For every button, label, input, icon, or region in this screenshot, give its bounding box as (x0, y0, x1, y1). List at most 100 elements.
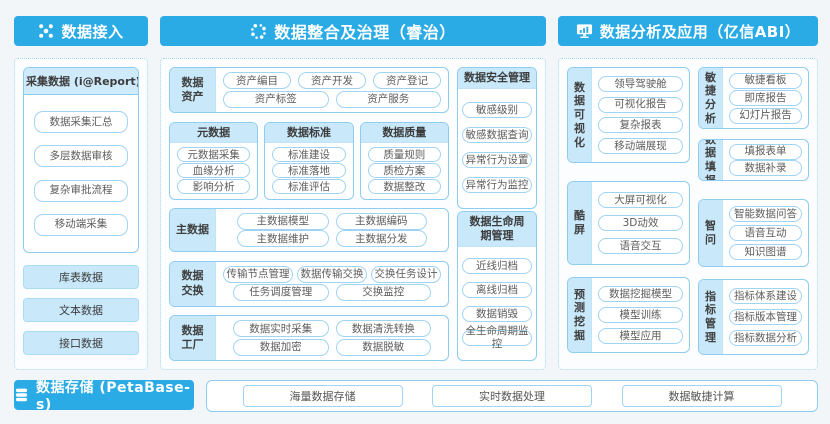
data-security-panel: 数据安全管理 敏感级别 敏感数据查询 异常行为设置 异常行为监控 (457, 67, 537, 209)
master-data-panel: 主数据 主数据模型 主数据编码 主数据维护 主数据分发 (169, 208, 449, 252)
data-analysis-container: 数据可视化 领导驾驶舱 可视化报告 复杂报表 移动端展现 酷屏 大屏可 (558, 58, 818, 370)
feature-chip: 智能数据问答 (729, 206, 802, 222)
data-filling-panel: 数据填报 填报表单 数据补录 (698, 139, 809, 181)
data-analysis-header: 数据分析及应用（亿信ABI） (558, 16, 818, 46)
section-data-governance: 数据整合及治理（睿治） 数据资产 资产编目 资产开发 资产登记 (160, 16, 546, 370)
panel-label: 敏捷分析 (699, 68, 723, 128)
panel-body: 主数据模型 主数据编码 主数据维护 主数据分发 (216, 209, 448, 251)
data-quality-panel: 数据质量 质量规则 质检方案 数据整改 (359, 121, 449, 200)
feature-chip: 标准落地 (272, 163, 346, 179)
feature-chip: 数据敏捷计算 (621, 385, 782, 407)
data-storage-header: 数据存储 (PetaBase-s) (14, 380, 194, 413)
predictive-mining-panel: 预测挖掘 数据挖掘模型 模型训练 模型应用 (567, 277, 690, 353)
dots-cluster-icon (251, 23, 267, 39)
section-data-access: 数据接入 采集数据 (i@Report) 数据采集汇总 多层数据审核 复杂审批流… (14, 16, 148, 370)
feature-chip: 数据传输交换 (297, 265, 367, 283)
panel-title: 元数据 (170, 122, 258, 144)
feature-chip: 主数据模型 (237, 212, 329, 230)
feature-chip: 填报表单 (729, 143, 802, 160)
feature-chip: 复杂报表 (598, 117, 683, 134)
data-source-chips: 库表数据 文本数据 接口数据 (23, 265, 139, 355)
panel-label: 预测挖掘 (568, 278, 592, 352)
feature-chip: 资产标签 (223, 90, 329, 108)
feature-chip: 主数据分发 (335, 230, 427, 248)
panel-title: 数据标准 (265, 122, 353, 144)
feature-chip: 全生命周期监控 (462, 325, 532, 350)
panel-label: 数据可视化 (568, 68, 592, 162)
feature-chip: 异常行为监控 (462, 176, 532, 193)
feature-chip: 敏捷看板 (729, 72, 802, 89)
feature-chip: 指标体系建设 (729, 288, 802, 304)
panel-body: 传输节点管理 数据传输交换 交换任务设计 任务调度管理 交换监控 (216, 262, 448, 306)
data-visualization-panel: 数据可视化 领导驾驶舱 可视化报告 复杂报表 移动端展现 (567, 67, 690, 163)
feature-chip: 敏感数据查询 (462, 126, 532, 143)
section-title: 数据分析及应用（亿信ABI） (599, 22, 801, 41)
data-storage-container: 海量数据存储 实时数据处理 数据敏捷计算 (206, 380, 818, 412)
panel-label: 数据资产 (170, 68, 216, 112)
feature-chip: 交换任务设计 (371, 265, 441, 283)
feature-chip: 数据补录 (729, 160, 802, 177)
data-standard-panel: 数据标准 标准建设 标准落地 标准评估 (264, 121, 354, 200)
feature-chip: 模型训练 (598, 307, 683, 323)
feature-chip: 近线归档 (462, 258, 532, 275)
feature-chip: 标准评估 (272, 179, 346, 195)
feature-chip: 海量数据存储 (242, 385, 403, 407)
panel-title: 采集数据 (i@Report) (24, 68, 138, 95)
feature-chip: 血缘分析 (177, 163, 251, 179)
source-chip: 库表数据 (23, 265, 139, 289)
feature-chip: 复杂审批流程 (34, 179, 128, 202)
section-title: 数据存储 (PetaBase-s) (36, 380, 191, 413)
feature-chip: 数据挖掘模型 (598, 286, 683, 302)
feature-chip: 语音交互 (598, 238, 683, 254)
panel-label: 数据填报 (699, 140, 723, 180)
top-sections: 数据接入 采集数据 (i@Report) 数据采集汇总 多层数据审核 复杂审批流… (14, 16, 818, 370)
cool-screen-panel: 酷屏 大屏可视化 3D动效 语音交互 (567, 181, 690, 265)
monitor-chart-icon (576, 24, 592, 38)
feature-chip: 主数据编码 (335, 212, 427, 230)
feature-chip: 语音互动 (729, 225, 802, 241)
report-collect-panel: 采集数据 (i@Report) 数据采集汇总 多层数据审核 复杂审批流程 移动端… (23, 67, 139, 253)
feature-chip: 质检方案 (367, 163, 441, 179)
feature-chip: 资产服务 (335, 90, 441, 108)
data-access-container: 采集数据 (i@Report) 数据采集汇总 多层数据审核 复杂审批流程 移动端… (14, 58, 148, 370)
panel-body: 数据实时采集 数据清洗转换 数据加密 数据脱敏 (216, 316, 448, 360)
feature-chip: 资产编目 (223, 72, 291, 90)
feature-chip: 数据加密 (233, 338, 329, 356)
feature-chip: 领导驾驶舱 (598, 75, 683, 92)
feature-chip: 幻灯片报告 (729, 107, 802, 124)
feature-chip: 指标数据分析 (729, 330, 802, 346)
section-title: 数据接入 (61, 22, 124, 41)
feature-chip: 数据清洗转换 (335, 320, 431, 338)
data-governance-header: 数据整合及治理（睿治） (160, 16, 546, 46)
data-factory-panel: 数据工厂 数据实时采集 数据清洗转换 数据加密 数据脱敏 (169, 315, 449, 361)
data-access-header: 数据接入 (14, 16, 148, 46)
feature-chip: 任务调度管理 (233, 284, 329, 302)
feature-chip: 实时数据处理 (432, 385, 592, 407)
feature-chip: 数据采集汇总 (34, 111, 128, 134)
feature-chip: 指标版本管理 (729, 309, 802, 325)
network-dots-icon (39, 24, 54, 38)
governance-main-column: 数据资产 资产编目 资产开发 资产登记 资产标签 资产服务 (169, 67, 449, 361)
feature-chip: 数据整改 (367, 179, 441, 195)
feature-chip: 传输节点管理 (223, 265, 293, 283)
panel-label: 数据工厂 (170, 316, 216, 360)
feature-chip: 异常行为设置 (462, 151, 532, 168)
panel-body: 资产编目 资产开发 资产登记 资产标签 资产服务 (216, 68, 448, 112)
panel-label: 数据交换 (170, 261, 216, 306)
feature-chip: 离线归档 (462, 282, 532, 299)
analysis-right-column: 敏捷分析 敏捷看板 即席报告 幻灯片报告 数据填报 填报表单 数据补录 (698, 67, 809, 361)
feature-chip: 交换监控 (335, 284, 431, 302)
feature-chip: 模型应用 (598, 328, 683, 344)
feature-chip: 影响分析 (177, 179, 251, 195)
feature-chip: 数据实时采集 (233, 320, 329, 338)
feature-chip: 多层数据审核 (34, 145, 128, 168)
feature-chip: 元数据采集 (177, 147, 251, 163)
feature-chip: 可视化报告 (598, 96, 683, 113)
feature-chip: 移动端展现 (598, 138, 683, 155)
data-governance-container: 数据资产 资产编目 资产开发 资产登记 资产标签 资产服务 (160, 58, 546, 370)
feature-chip: 数据脱敏 (335, 338, 431, 356)
feature-chip: 大屏可视化 (598, 192, 683, 208)
governance-subpanels-row: 元数据 元数据采集 血缘分析 影响分析 数据标准 标准建设 (169, 121, 449, 200)
source-chip: 文本数据 (23, 298, 139, 322)
